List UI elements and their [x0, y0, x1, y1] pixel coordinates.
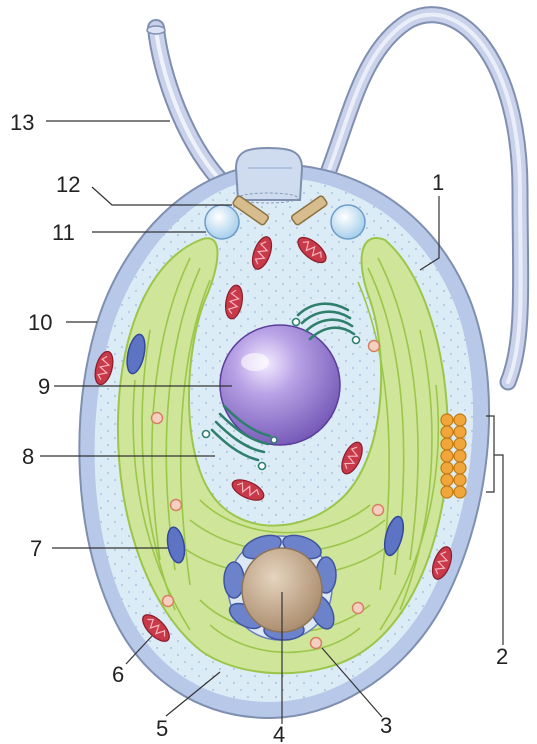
label-3: 3	[380, 713, 392, 738]
label-5: 5	[156, 716, 168, 741]
label-12: 12	[56, 172, 80, 197]
label-4: 4	[273, 722, 285, 744]
label-7: 7	[30, 536, 42, 561]
label-6: 6	[112, 662, 124, 687]
label-8: 8	[22, 444, 34, 469]
label-2: 2	[496, 644, 508, 669]
label-1: 1	[432, 170, 444, 195]
short-flagellum	[147, 26, 232, 192]
label-13: 13	[10, 110, 34, 135]
reservoir	[236, 148, 302, 203]
bracket-2	[486, 416, 503, 645]
label-11: 11	[52, 220, 75, 245]
label-10: 10	[28, 310, 52, 335]
label-9: 9	[38, 374, 50, 399]
nucleus	[220, 325, 340, 445]
